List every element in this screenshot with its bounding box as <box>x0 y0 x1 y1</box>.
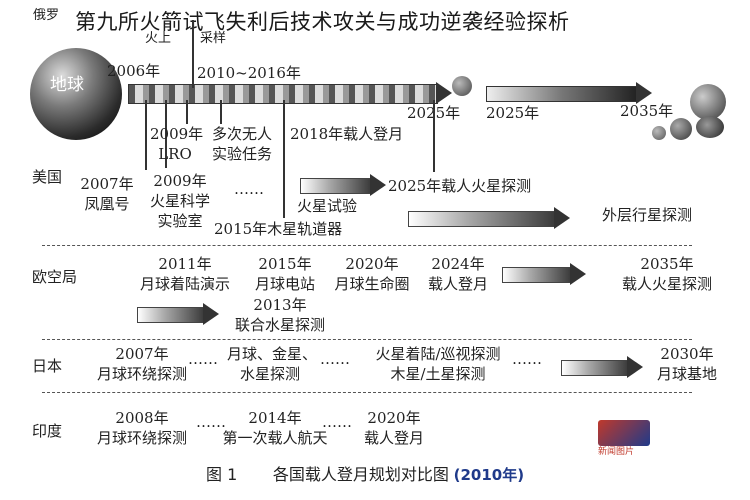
usa-sci-year: 2009年 <box>153 172 207 190</box>
divider-japan-india <box>42 392 692 393</box>
watermark-text: 新闻图片 <box>598 447 635 457</box>
russia-arrowhead-1 <box>436 82 452 104</box>
fire-partial-label: 火上 <box>145 31 172 46</box>
usa-lro: LRO <box>158 145 192 163</box>
planet-saturn-icon <box>696 116 724 138</box>
india-dots-1: …… <box>196 413 226 431</box>
japan-mars-land: 火星着陆/巡视探测 <box>375 345 501 363</box>
esa-2035-text: 载人火星探测 <box>621 275 712 293</box>
japan-jup-sat: 木星/土星探测 <box>390 365 486 383</box>
watermark-logo <box>598 420 650 446</box>
caption-year: (2010年) <box>453 466 525 484</box>
usa-sci-2: 实验室 <box>157 212 203 230</box>
esa-2015-text: 月球电站 <box>254 275 315 293</box>
usa-ellipsis: …… <box>234 180 264 198</box>
india-2008-text: 月球环绕探测 <box>96 429 187 447</box>
usa-outer-bar <box>408 211 556 227</box>
esa-mercury-bar <box>137 307 205 323</box>
japan-2030-text: 月球基地 <box>656 365 717 383</box>
usa-jupiter: 2015年木星轨道器 <box>214 220 343 238</box>
india-2014: 2014年 <box>248 409 302 427</box>
esa-2020-text: 月球生命圈 <box>334 275 410 293</box>
japan-dots-1: …… <box>188 350 218 368</box>
earth-image <box>30 48 122 140</box>
esa-bar <box>502 267 572 283</box>
japan-arrowhead <box>627 356 643 378</box>
esa-2024: 2024年 <box>431 255 485 273</box>
connector-line-phoenix <box>165 100 167 168</box>
usa-unmanned-2: 实验任务 <box>211 145 272 163</box>
japan-moon-venus: 月球、金星、 <box>227 345 318 363</box>
japan-dots-2: …… <box>320 350 350 368</box>
usa-moon2018: 2018年载人登月 <box>290 125 404 143</box>
usa-unmanned-1: 多次无人 <box>211 125 272 143</box>
esa-arrowhead <box>570 263 586 285</box>
moon-icon <box>452 76 472 96</box>
planet-small-icon <box>670 118 692 140</box>
divider-usa-esa <box>42 245 692 246</box>
divider-esa-japan <box>42 339 692 340</box>
planet-tiny-icon <box>652 126 666 140</box>
esa-mercury-arrowhead <box>203 303 219 325</box>
japan-dots-3: …… <box>512 350 542 368</box>
japan-2030: 2030年 <box>660 345 714 363</box>
russia-2025b: 2025年 <box>486 104 540 122</box>
usa-lro-year: 2009年 <box>150 125 204 143</box>
esa-2020: 2020年 <box>345 255 399 273</box>
japan-mercury: 水星探测 <box>240 365 301 383</box>
usa-sci-1: 火星科学 <box>149 192 210 210</box>
usa-mars-test: 火星试验 <box>297 197 358 215</box>
japan-2007-text: 月球环绕探测 <box>96 365 187 383</box>
connector-line-lro <box>186 100 188 124</box>
connector-line-jupiter <box>283 100 285 218</box>
sample-partial-label: 采样 <box>200 31 227 46</box>
esa-country: 欧空局 <box>32 268 78 286</box>
india-country: 印度 <box>32 422 63 440</box>
esa-2011: 2011年 <box>158 255 212 273</box>
usa-phoenix-year: 2007年 <box>80 175 134 193</box>
usa-outer-arrowhead <box>554 207 570 229</box>
russia-arrowhead-2 <box>636 82 652 104</box>
japan-2007: 2007年 <box>115 345 169 363</box>
connector-line-sci <box>145 100 147 170</box>
overlay-title: 第九所火箭试飞失利后技术攻关与成功逆袭经验探析 <box>75 10 570 34</box>
connector-line-unmanned <box>220 100 222 124</box>
india-2008: 2008年 <box>115 409 169 427</box>
esa-2015: 2015年 <box>258 255 312 273</box>
india-2020-text: 载人登月 <box>363 429 424 447</box>
russia-timeline-bar-2 <box>486 86 638 102</box>
russia-partial-label: 俄罗 <box>33 8 60 23</box>
connector-line-mars2025 <box>433 100 435 172</box>
usa-mars-test-bar <box>300 178 372 194</box>
caption: 图 1 各国载人登月规划对比图 (2010年) <box>206 465 525 485</box>
esa-2013: 2013年 <box>253 296 307 314</box>
esa-2024-text: 载人登月 <box>427 275 488 293</box>
russia-2010-2016: 2010~2016年 <box>197 64 301 82</box>
india-dots-2: …… <box>322 413 352 431</box>
india-2020: 2020年 <box>367 409 421 427</box>
japan-bar <box>561 360 629 376</box>
esa-2035: 2035年 <box>640 255 694 273</box>
usa-mars-test-arrowhead <box>370 174 386 196</box>
japan-country: 日本 <box>32 357 63 375</box>
usa-outer: 外层行星探测 <box>602 206 693 224</box>
usa-phoenix: 凤凰号 <box>84 195 130 213</box>
caption-text: 各国载人登月规划对比图 <box>272 465 449 484</box>
esa-2011-text: 月球着陆演示 <box>139 275 230 293</box>
usa-mars2025: 2025年载人火星探测 <box>388 177 532 195</box>
russia-2035: 2035年 <box>620 102 674 120</box>
caption-number: 图 1 <box>206 465 238 484</box>
earth-label: 地球 <box>50 75 84 95</box>
india-2014-text: 第一次载人航天 <box>222 429 328 447</box>
usa-country: 美国 <box>32 168 63 186</box>
connector-line-1 <box>192 20 194 88</box>
russia-2006: 2006年 <box>107 62 161 80</box>
esa-2013-text: 联合水星探测 <box>234 316 325 334</box>
planets-icon <box>690 84 726 120</box>
